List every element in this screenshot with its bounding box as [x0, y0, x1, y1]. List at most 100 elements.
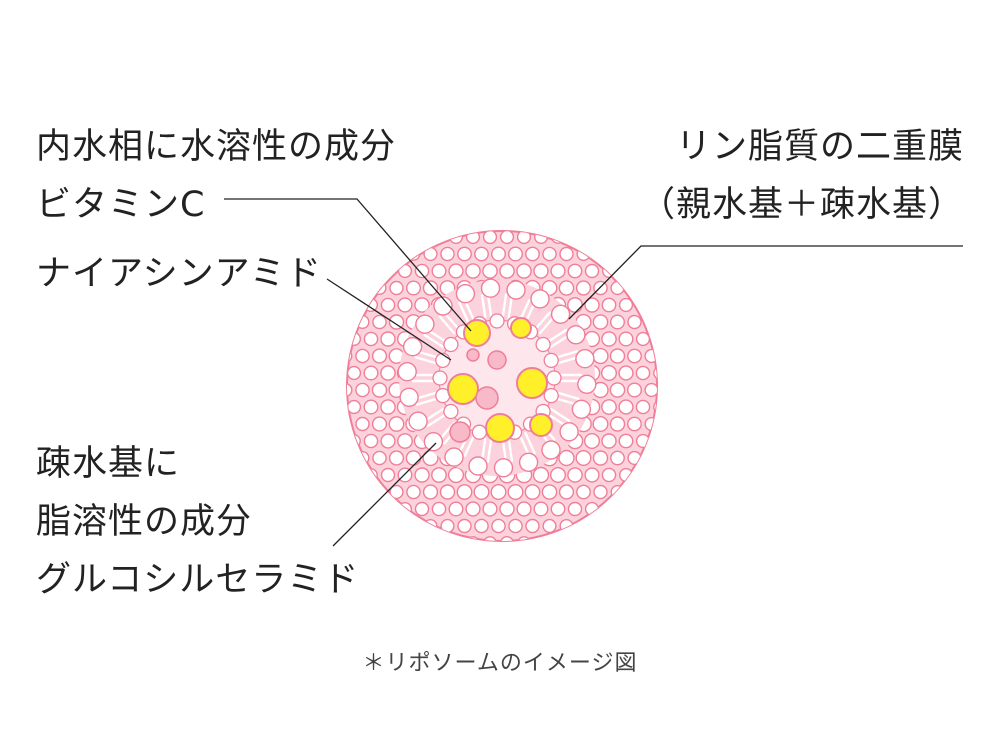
- lipid-head: [347, 399, 362, 415]
- outer-layer-head: [468, 456, 488, 476]
- leader-membrane: [568, 245, 963, 320]
- lipid-tail: [426, 328, 448, 344]
- lipid-head: [431, 467, 447, 483]
- lipid-head: [473, 484, 490, 501]
- lipid-head: [609, 416, 626, 432]
- outer-layer-head: [518, 452, 539, 472]
- lipid-head: [601, 467, 617, 483]
- lipid-head: [499, 501, 515, 517]
- lipid-tail: [463, 434, 476, 457]
- lipid-head: [388, 314, 405, 330]
- lipid-head: [584, 433, 601, 450]
- lipid-head: [653, 366, 657, 380]
- lipid-head: [575, 450, 592, 467]
- lipid-head: [482, 501, 498, 517]
- lipid-head: [448, 501, 464, 517]
- outer-layer-head: [577, 374, 597, 394]
- label-hydrophobic-group: 疎水基に 脂溶性の成分 グルコシルセラミド: [36, 435, 359, 609]
- lipid-tail: [438, 315, 456, 335]
- lipid-head: [397, 433, 413, 449]
- niacinamide-molecule: [449, 421, 471, 443]
- lipid-head: [525, 246, 540, 262]
- lipid-head: [610, 485, 625, 500]
- lipid-head: [439, 484, 456, 500]
- lipid-tail: [416, 350, 440, 359]
- outer-layer-head: [571, 399, 592, 419]
- vitamin-c-molecule: [510, 317, 532, 339]
- vitamin-c-molecule: [447, 373, 479, 405]
- lipid-head: [567, 297, 583, 313]
- lipid-head: [414, 501, 430, 517]
- lipid-head: [601, 297, 617, 313]
- vitamin-c-molecule: [516, 367, 548, 399]
- niacinamide-molecule: [487, 350, 507, 370]
- lipid-tail: [556, 391, 580, 400]
- leader-lines: [224, 198, 963, 547]
- lipid-head: [388, 450, 405, 466]
- leader-niacinamide: [326, 278, 452, 361]
- lipid-head: [533, 263, 549, 279]
- outer-layer-head: [423, 432, 444, 452]
- lipid-head: [575, 280, 592, 296]
- lipid-head: [380, 467, 396, 483]
- lipid-tail: [486, 438, 493, 463]
- lipid-head: [363, 331, 379, 347]
- lipid-head: [592, 314, 609, 330]
- lipid-head: [422, 484, 439, 500]
- lipid-head: [447, 466, 465, 484]
- lipid-head: [592, 347, 609, 365]
- lipid-head: [507, 484, 524, 501]
- lipid-tail: [534, 311, 551, 331]
- lipid-head: [490, 484, 507, 501]
- label-niacinamide-text: ナイアシンアミド: [36, 254, 322, 294]
- lipid-head: [550, 467, 567, 484]
- lipid-head: [618, 331, 634, 347]
- lipid-head: [499, 263, 515, 279]
- lipid-head: [397, 263, 413, 279]
- lipid-tail: [507, 294, 514, 319]
- outer-layer-head: [408, 411, 428, 431]
- lipid-head: [550, 501, 566, 517]
- lipid-head: [380, 297, 396, 313]
- lipid-head: [559, 519, 574, 534]
- lipid-tail: [426, 412, 448, 428]
- lipid-head: [601, 399, 617, 415]
- lipid-head: [499, 231, 515, 245]
- outer-layer-head: [506, 280, 526, 300]
- lipid-head: [355, 348, 370, 364]
- lipid-tail: [501, 293, 508, 318]
- lipid-head: [610, 450, 625, 466]
- lipid-tail: [549, 333, 571, 349]
- outer-layer-head: [559, 422, 579, 442]
- lipid-head: [508, 518, 523, 534]
- outer-layer-head: [397, 362, 417, 382]
- lipid-head: [601, 365, 618, 382]
- lipid-head: [627, 450, 642, 466]
- lipid-head: [347, 383, 353, 398]
- lipid-head: [593, 484, 608, 500]
- lipid-head: [576, 484, 591, 500]
- vitamin-c-molecule: [485, 413, 515, 443]
- lipid-head: [380, 433, 396, 449]
- lipid-head: [372, 314, 387, 330]
- lipid-head: [508, 246, 524, 262]
- lipid-head: [618, 365, 634, 381]
- inner-layer-head: [443, 336, 459, 353]
- lipid-head: [371, 416, 388, 432]
- inner-layer-head: [443, 403, 459, 420]
- lipid-head: [347, 365, 362, 381]
- lipid-head: [610, 314, 626, 330]
- label-vitamin-c: ビタミンC: [36, 185, 206, 225]
- lipid-head: [558, 280, 575, 296]
- lipid-head: [431, 501, 447, 517]
- lipid-head: [491, 246, 507, 262]
- inner-layer-head: [535, 336, 551, 353]
- lipid-head: [550, 263, 566, 279]
- lipid-head: [618, 399, 634, 415]
- lipid-head: [363, 399, 379, 415]
- lipid-head: [456, 484, 473, 500]
- lipid-head: [388, 416, 405, 432]
- lipid-tail: [414, 391, 438, 400]
- lipid-tail: [414, 356, 438, 365]
